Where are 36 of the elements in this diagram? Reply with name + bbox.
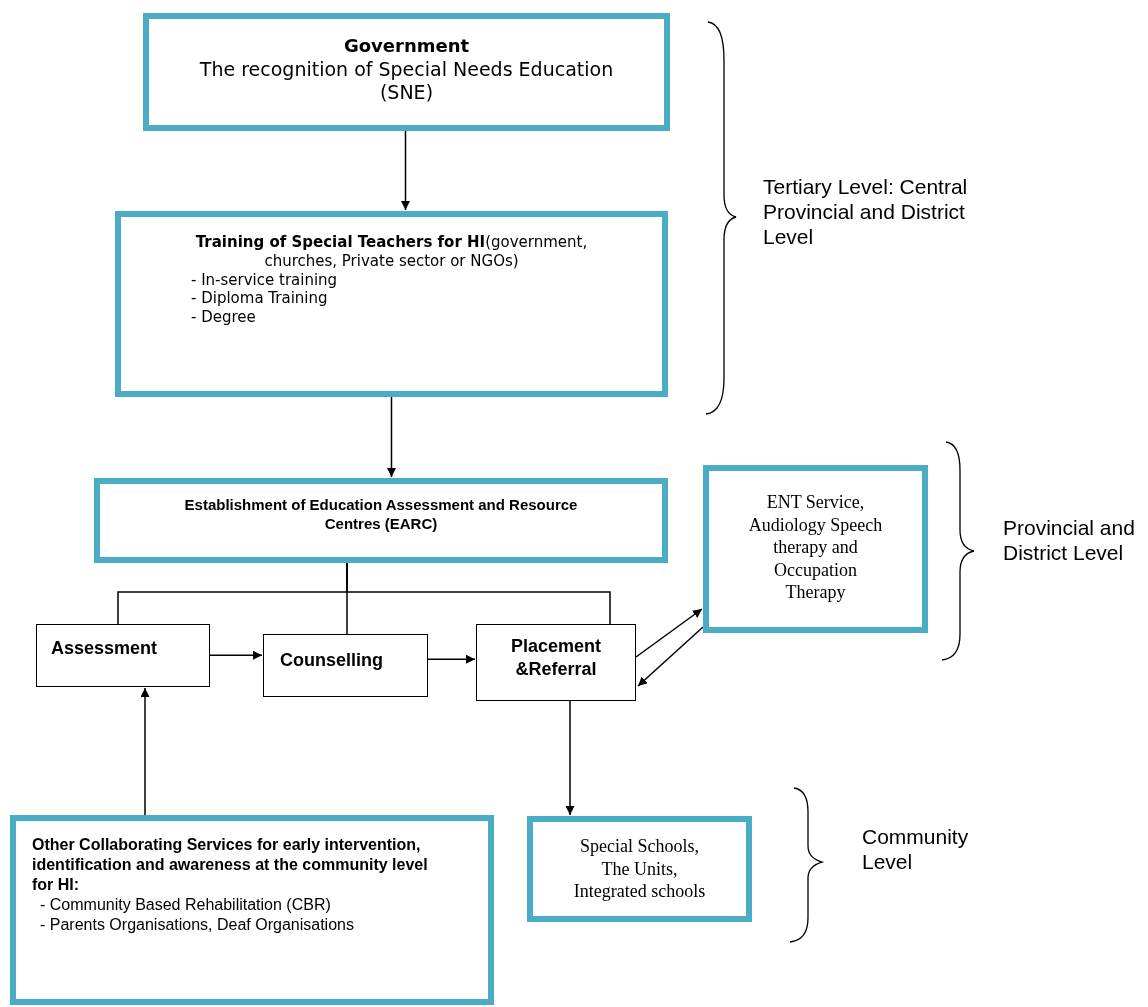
- process-box: [476, 624, 636, 701]
- level-label: Tertiary Level: Central Provincial and District Level: [763, 174, 969, 250]
- arrow: [387, 396, 396, 478]
- level-label: Provincial and District Level: [1003, 515, 1136, 566]
- arrow: [637, 626, 704, 687]
- level-label: Community Level: [862, 824, 970, 875]
- box-text: Placement &Referral: [509, 635, 602, 680]
- school-box: [527, 816, 752, 922]
- box-text: Special Schools, The Units, Integrated schools: [572, 835, 707, 903]
- process-box: [143, 13, 670, 131]
- arrow: [565, 700, 575, 816]
- list-item: - Parents Organisations, Deaf Organisations: [39, 915, 355, 935]
- box-text: Other Collaborating Services for early intervention, identification and awareness at the community level for HI:: [32, 835, 429, 895]
- box-text: Counselling: [280, 649, 384, 672]
- list-item: - In-service training: [190, 270, 339, 290]
- connector-line: [346, 562, 611, 625]
- service-box: [703, 465, 928, 633]
- process-box: [36, 624, 210, 687]
- arrow: [427, 654, 476, 664]
- arrow: [209, 650, 263, 660]
- box-text: Establishment of Education Assessment and Resource Centres (EARC): [183, 496, 579, 534]
- arrow: [635, 608, 703, 658]
- list-item: - Diploma Training: [190, 289, 329, 308]
- list-item: - Community Based Rehabilitation (CBR): [39, 895, 332, 915]
- list-item: The recognition of Special Needs Education (SNE): [199, 57, 614, 105]
- list-item: - Degree: [190, 308, 257, 327]
- box-text: Government: [342, 35, 471, 58]
- process-box: [94, 478, 668, 563]
- box-text: ENT Service, Audiology Speech therapy and Occupation Therapy: [747, 491, 884, 604]
- service-box: [10, 815, 494, 1005]
- arrow: [401, 130, 410, 211]
- box-text: Assessment: [51, 637, 159, 660]
- process-box: [263, 634, 428, 697]
- box-text: Training of Special Teachers for HI(government, churches, Private sector or NGOs): [194, 233, 589, 271]
- process-box: [115, 211, 668, 397]
- arrow: [140, 687, 150, 816]
